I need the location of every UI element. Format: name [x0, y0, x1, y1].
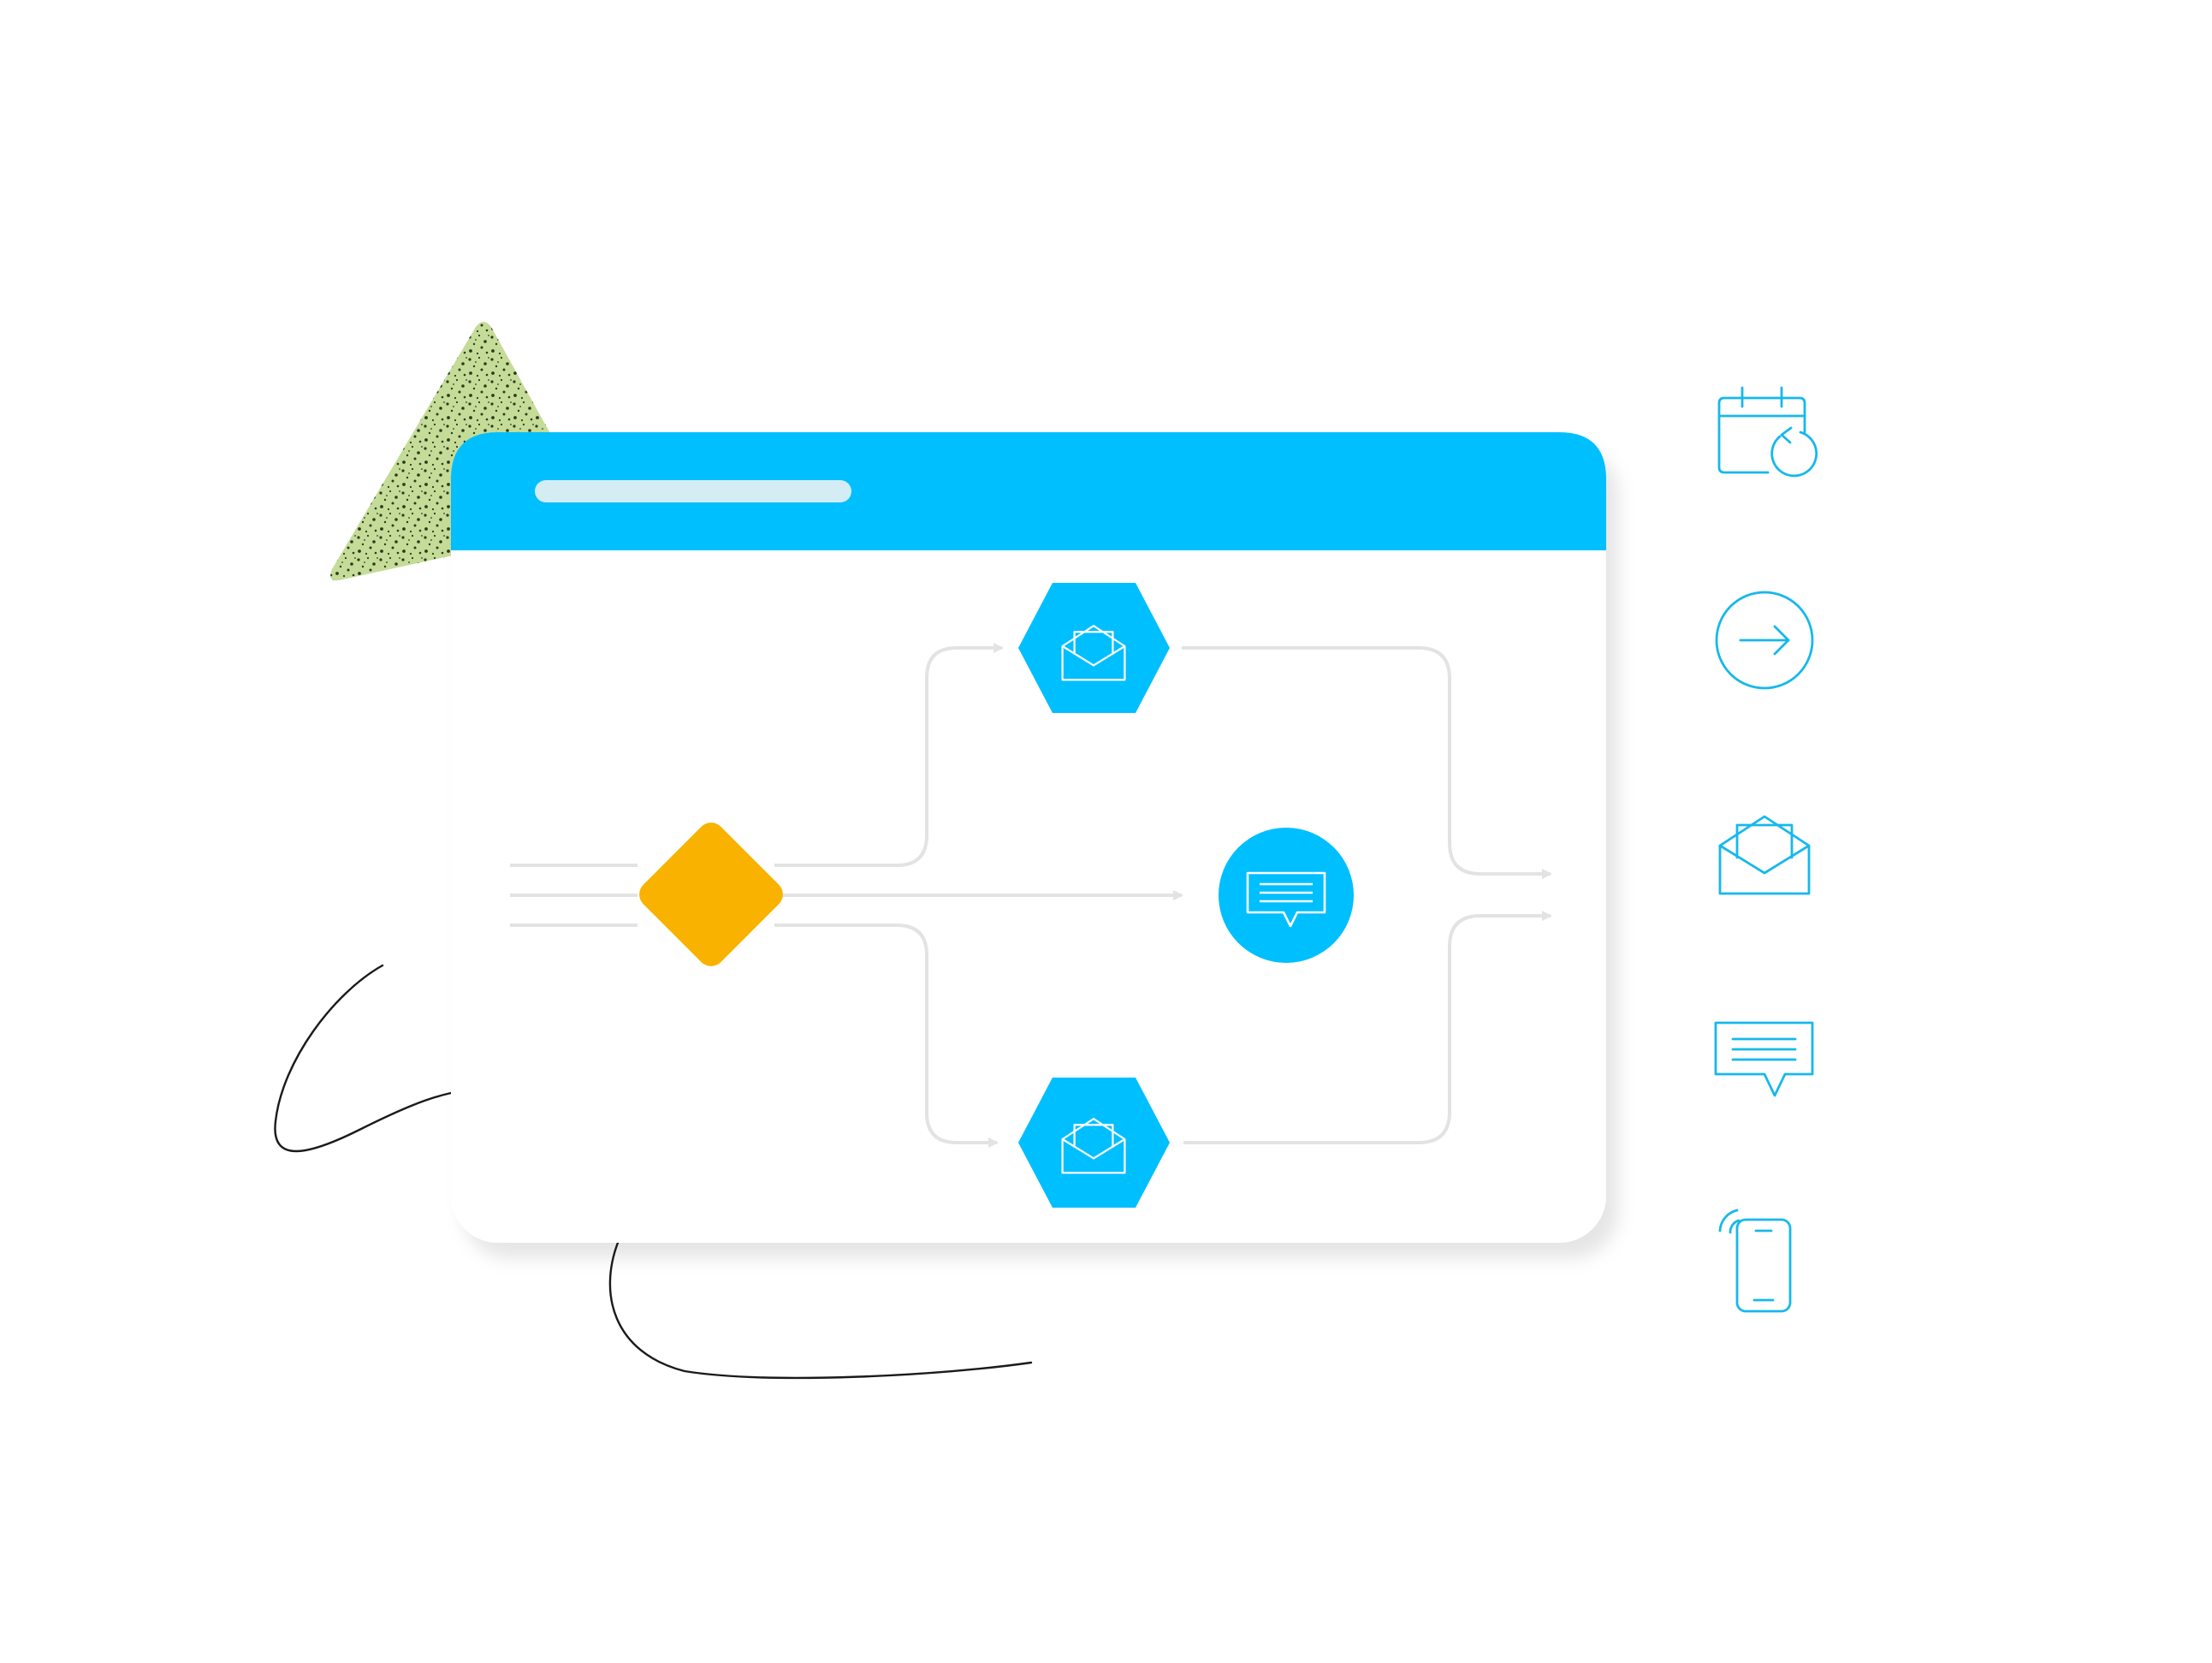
open-envelope-icon: [1718, 815, 1811, 895]
calendar-refresh-icon: [1717, 386, 1818, 478]
message-action-node: [1219, 828, 1354, 963]
connector-lines: [510, 643, 1552, 1148]
circle-shape: [1219, 828, 1354, 963]
branch-bottom-connector: [774, 924, 999, 1148]
squiggle-line-bottom: [608, 1241, 1033, 1380]
titlebar-address-pill: [535, 480, 851, 502]
open-envelope-icon: [1061, 1118, 1126, 1174]
merge-top-connector: [1182, 646, 1552, 879]
mobile-phone-icon: [1718, 1209, 1792, 1313]
side-icon-column: [1714, 386, 1818, 1313]
branch-top-connector: [774, 643, 1004, 867]
app-window: [451, 432, 1606, 1243]
arrow-circle-icon: [1715, 591, 1814, 690]
window-titlebar: [451, 432, 1606, 550]
window-body: [451, 432, 1606, 1243]
open-envelope-icon: [1061, 625, 1126, 681]
hexagon-shape: [1018, 583, 1170, 713]
chat-bubble-icon: [1714, 1021, 1814, 1097]
hexagon-shape: [1018, 1078, 1170, 1208]
decision-diamond-node: [639, 823, 783, 966]
chat-bubble-icon: [1246, 871, 1326, 928]
email-action-node-top: [1018, 583, 1170, 713]
merge-bottom-connector: [1183, 911, 1552, 1144]
squiggle-line-left: [274, 964, 453, 1153]
email-action-node-bottom: [1018, 1078, 1170, 1208]
